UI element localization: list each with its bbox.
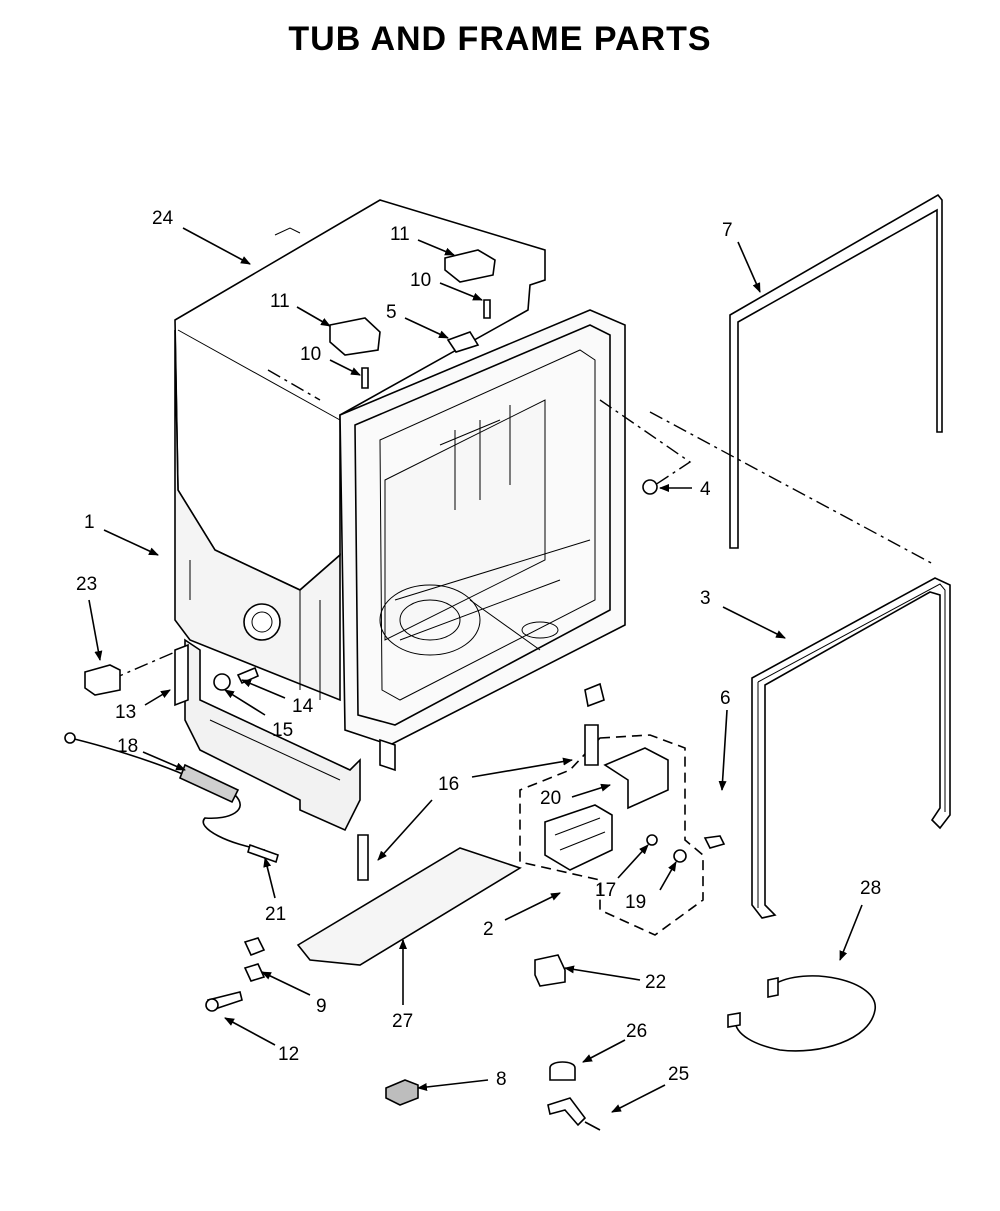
callout-2: 2	[483, 919, 494, 940]
leader-lines	[88, 227, 863, 1113]
tub-assembly	[174, 199, 626, 832]
bracket-13	[174, 643, 189, 707]
hinge-11-right	[444, 249, 496, 283]
callout-12: 12	[278, 1044, 299, 1065]
leg-16-rear	[584, 724, 599, 766]
screw-19	[673, 849, 687, 863]
callout-20: 20	[540, 788, 561, 809]
callout-1: 1	[84, 512, 95, 533]
callout-labels: 24 11 10 5 11 10 7 4 1 23 3 6 13 14 15 1…	[76, 208, 881, 1090]
washer-17	[646, 834, 658, 846]
callout-6: 6	[720, 688, 731, 709]
callout-13: 13	[115, 702, 136, 723]
callout-15: 15	[272, 720, 293, 741]
bracket-25	[547, 1097, 587, 1127]
screw-10-right	[483, 299, 491, 319]
screw-10-left	[361, 367, 369, 389]
spring-18	[178, 763, 240, 804]
callout-18: 18	[117, 736, 138, 757]
callout-7: 7	[722, 220, 733, 241]
sensor-26	[549, 1061, 576, 1081]
door-seal-3	[751, 577, 951, 919]
bracket-outline-2	[519, 734, 704, 936]
spacer-23	[84, 664, 121, 696]
clip-9-top	[243, 937, 266, 957]
bracket-20	[603, 747, 669, 810]
leg-16-front	[357, 834, 369, 881]
callout-21: 21	[265, 904, 286, 925]
callout-5: 5	[386, 302, 397, 323]
callout-8: 8	[496, 1069, 507, 1090]
clip-22	[534, 954, 566, 987]
callout-17: 17	[595, 880, 616, 901]
callout-23: 23	[76, 574, 97, 595]
callout-11-right: 11	[390, 224, 410, 245]
screw-14	[236, 666, 260, 685]
callout-14: 14	[292, 696, 314, 717]
cable-18	[69, 737, 266, 851]
callout-28: 28	[860, 878, 881, 899]
washer-15	[213, 673, 231, 691]
callout-24: 24	[152, 208, 174, 229]
callout-19: 19	[625, 892, 646, 913]
door-gasket-7	[729, 193, 943, 549]
callout-27: 27	[392, 1011, 413, 1032]
callout-22: 22	[645, 972, 666, 993]
connector-8	[385, 1079, 419, 1106]
callout-11-left: 11	[270, 291, 290, 312]
callout-26: 26	[626, 1021, 647, 1042]
harness-28	[734, 975, 876, 1052]
callout-10-left: 10	[300, 344, 321, 365]
page-title: TUB AND FRAME PARTS	[288, 20, 712, 58]
screw-6	[703, 835, 726, 849]
clip-5	[446, 331, 480, 353]
callout-25: 25	[668, 1064, 689, 1085]
callout-10-right: 10	[410, 270, 431, 291]
callout-3: 3	[700, 588, 711, 609]
toe-panel-27	[296, 847, 522, 966]
connector-21	[247, 843, 279, 864]
latch-2	[544, 804, 613, 871]
clip-9-bottom	[243, 963, 266, 982]
callout-4: 4	[700, 479, 711, 500]
callout-16: 16	[438, 774, 459, 795]
callout-9: 9	[316, 996, 327, 1017]
hinge-11-left	[329, 317, 381, 356]
plug-4	[642, 479, 658, 495]
